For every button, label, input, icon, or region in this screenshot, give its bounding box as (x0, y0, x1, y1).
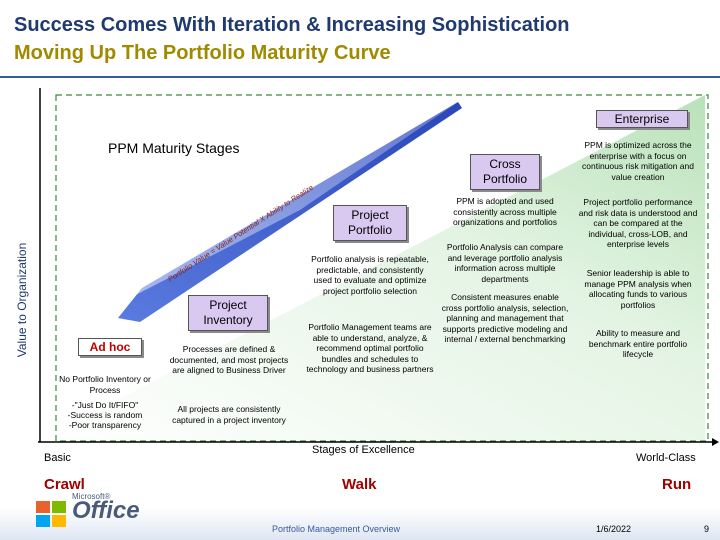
stage-crawl: Crawl (44, 476, 85, 493)
y-axis-label: Value to Organization (15, 242, 29, 358)
inventory-note: Processes are defined & documented, and … (169, 344, 289, 375)
page-title: Success Comes With Iteration & Increasin… (14, 14, 570, 36)
title-divider (0, 76, 720, 78)
enterprise-note: PPM is optimized across the enterprise w… (582, 140, 694, 182)
adhoc-note: -Success is random (67, 410, 143, 420)
x-axis-label: Stages of Excellence (312, 444, 415, 456)
wedge-highlight (126, 102, 458, 300)
footer-center-text: Portfolio Management Overview (272, 524, 401, 534)
curve-text: Portfolio Value = Value Potential X Abil… (166, 183, 315, 284)
cross-note: PPM is adopted and used consistently acr… (453, 196, 557, 227)
inventory-note: All projects are consistently captured i… (172, 404, 286, 425)
cross-note: Portfolio Analysis can compare and lever… (446, 242, 564, 284)
stage-walk: Walk (342, 476, 377, 493)
adhoc-box: Ad hoc (78, 338, 142, 356)
portfolio-note: Portfolio analysis is repeatable, predic… (311, 254, 429, 296)
enterprise-note: Project portfolio performance and risk d… (578, 197, 698, 249)
cross-portfolio-box: Cross Portfolio (470, 154, 540, 190)
office-logo-icon (36, 501, 66, 527)
enterprise-box: Enterprise (596, 110, 688, 128)
x-axis-right-label: World-Class (636, 452, 696, 464)
project-portfolio-box: Project Portfolio (333, 205, 407, 241)
logo-big-text: Office (72, 497, 140, 524)
dashed-frame (55, 94, 709, 442)
enterprise-note: Senior leadership is able to manage PPM … (584, 268, 692, 310)
enterprise-note: Ability to measure and benchmark entire … (588, 328, 688, 359)
footer-page-number: 9 (704, 524, 710, 534)
footer-date: 1/6/2022 (596, 524, 632, 534)
x-axis-left-label: Basic (44, 452, 71, 464)
page-subtitle: Moving Up The Portfolio Maturity Curve (14, 42, 391, 64)
stages-heading: PPM Maturity Stages (108, 140, 240, 156)
logo-small-text: Microsoft® (72, 492, 111, 501)
cross-note: Consistent measures enable cross portfol… (441, 292, 569, 344)
x-axis-arrow-icon (712, 438, 719, 446)
adhoc-note: -Poor transparency (68, 420, 142, 430)
project-inventory-box: Project Inventory (188, 295, 268, 331)
portfolio-note: Portfolio Management teams are able to u… (306, 322, 434, 374)
footer-bar (0, 508, 720, 540)
adhoc-note: No Portfolio Inventory or Process (59, 374, 151, 395)
stage-run: Run (662, 476, 692, 493)
adhoc-note: -"Just Do It/FIFO" (71, 400, 139, 410)
